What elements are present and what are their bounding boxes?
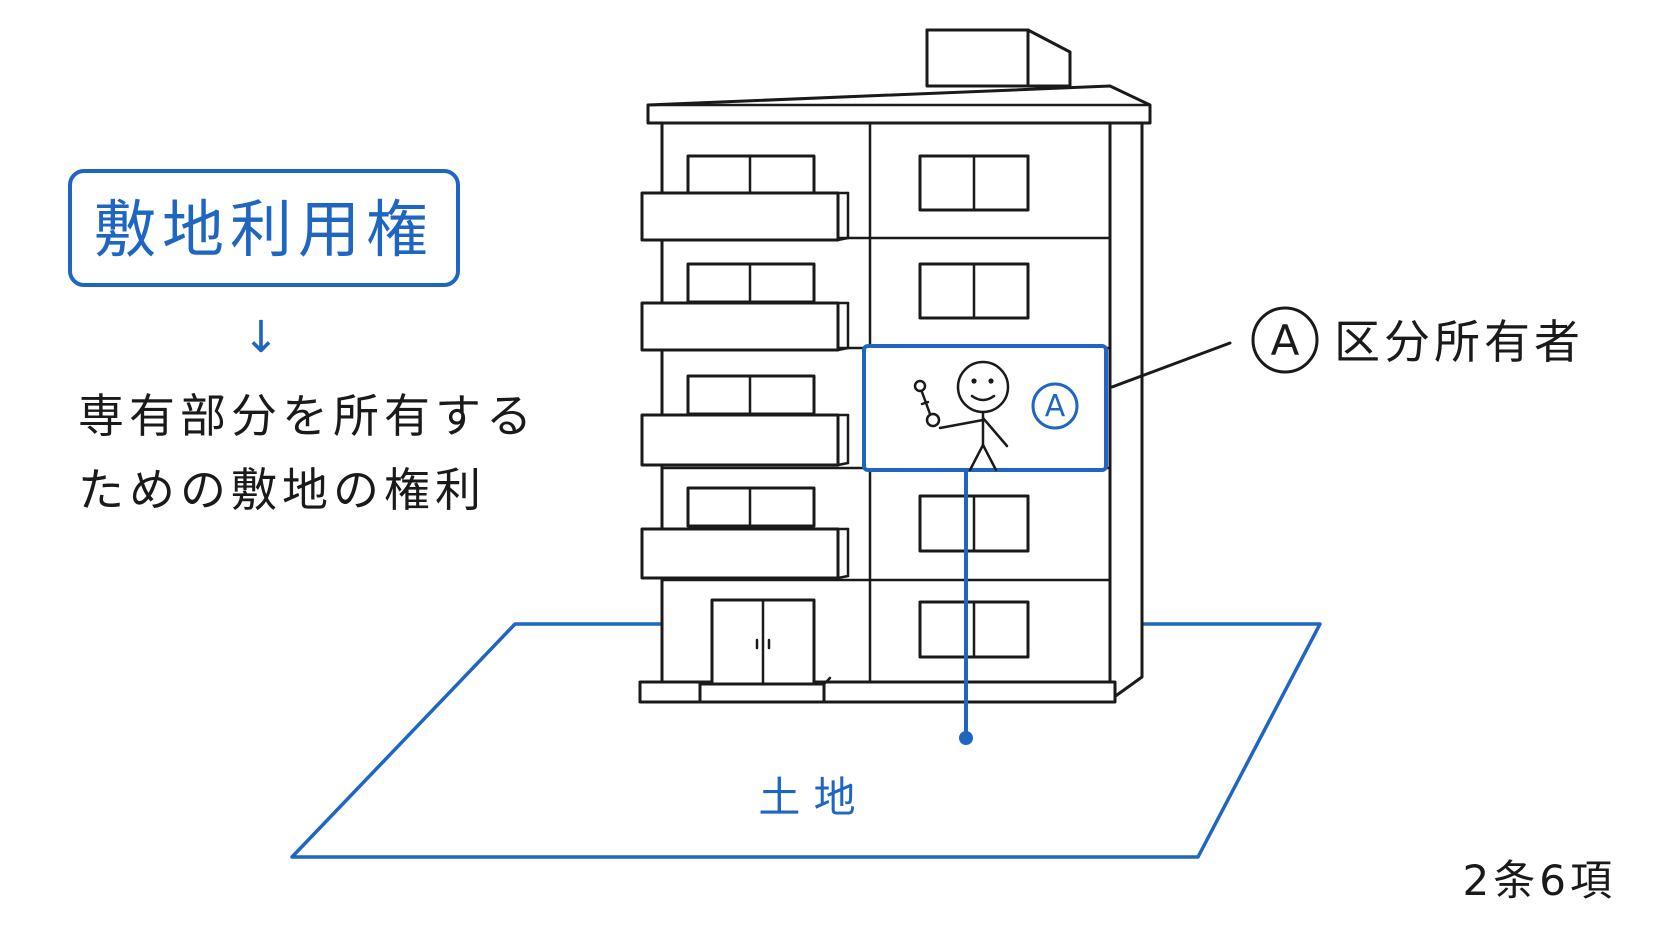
owner-label: A 区分所有者 (1251, 306, 1584, 374)
owner-leader-line (1110, 341, 1232, 389)
balconies (640, 191, 850, 580)
description-line-2: ための敷地の権利 (78, 463, 486, 517)
down-arrow: ↓ (243, 312, 280, 363)
land-connector (959, 470, 973, 745)
concept-box: 敷地利用権 (68, 169, 460, 287)
key-icon (913, 379, 941, 428)
owner-circle-letter: A (1271, 316, 1300, 365)
land-label: 土 地 (758, 773, 855, 822)
entrance-door (698, 598, 832, 704)
exclusive-unit: A (862, 344, 1108, 472)
description-line-1: 専有部分を所有する (78, 389, 537, 443)
owner-label-text: 区分所有者 (1334, 315, 1584, 369)
article-reference: 2条6項 (1463, 856, 1616, 905)
concept-title: 敷地利用権 (94, 193, 434, 266)
unit-marker-letter: A (1045, 389, 1066, 424)
right-windows (918, 154, 1030, 659)
owner-figure (913, 360, 1010, 472)
left-windows (686, 154, 816, 528)
unit-marker: A (1031, 382, 1079, 430)
